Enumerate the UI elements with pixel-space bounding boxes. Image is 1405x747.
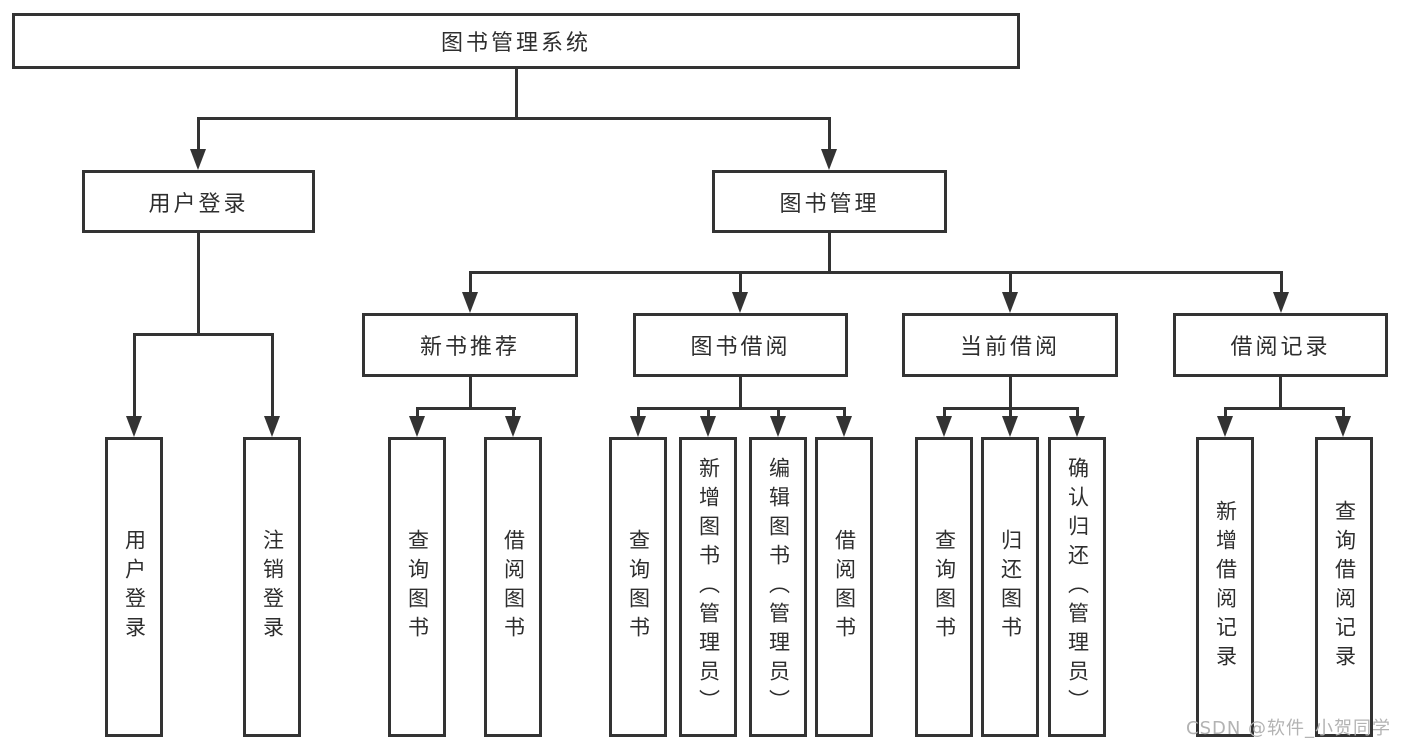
node-label: 查询图书 [405, 529, 430, 645]
node-label: 借阅图书 [832, 529, 857, 645]
arrow-down [409, 416, 425, 437]
node-query-borrow-record: 查询借阅记录 [1315, 437, 1373, 737]
connector-line [1279, 377, 1282, 407]
connector-line [416, 407, 516, 410]
node-add-books-admin: 新增图书（管理员） [679, 437, 737, 737]
node-label: 图书管理 [779, 191, 880, 217]
node-query-books-recommend: 查询图书 [388, 437, 446, 737]
node-current-borrow: 当前借阅 [902, 313, 1118, 377]
node-label: 图书管理系统 [440, 31, 591, 56]
connector-line [133, 333, 274, 336]
node-return-books: 归还图书 [981, 437, 1039, 737]
connector-line [133, 333, 136, 416]
node-confirm-return-admin: 确认归还（管理员） [1048, 437, 1106, 737]
connector-line [739, 377, 742, 407]
arrow-down [1217, 416, 1233, 437]
node-user-login: 用户登录 [82, 170, 315, 233]
node-label: 当前借阅 [959, 335, 1060, 360]
node-label: 查询图书 [932, 529, 957, 645]
node-label: 确认归还（管理员） [1065, 456, 1090, 718]
arrow-down [1273, 292, 1289, 313]
connector-line [707, 407, 710, 416]
arrow-down [821, 149, 837, 170]
node-borrow-records: 借阅记录 [1173, 313, 1388, 377]
arrow-down [462, 292, 478, 313]
connector-line [943, 407, 946, 416]
node-label: 借阅记录 [1230, 335, 1331, 360]
node-label: 新增图书（管理员） [696, 456, 721, 718]
connector-line [197, 233, 200, 333]
arrow-down [190, 149, 206, 170]
connector-line [1224, 407, 1227, 416]
connector-line [777, 407, 780, 416]
connector-line [1009, 407, 1012, 416]
connector-line [197, 117, 200, 153]
arrow-down [1069, 416, 1085, 437]
arrow-down [836, 416, 852, 437]
connector-line [637, 407, 845, 410]
arrow-down [1335, 416, 1351, 437]
arrow-down [770, 416, 786, 437]
connector-line [1076, 407, 1079, 416]
node-add-borrow-record: 新增借阅记录 [1196, 437, 1254, 737]
node-label: 借阅图书 [501, 529, 526, 645]
node-new-book-recommend: 新书推荐 [362, 313, 578, 377]
connector-line [1342, 407, 1345, 416]
node-label: 图书借阅 [690, 335, 791, 360]
arrow-down [732, 292, 748, 313]
connector-line [637, 407, 640, 416]
connector-line [416, 407, 419, 416]
node-edit-books-admin: 编辑图书（管理员） [749, 437, 807, 737]
connector-line [1224, 407, 1345, 410]
node-borrow-books-recommend: 借阅图书 [484, 437, 542, 737]
node-label: 新书推荐 [419, 335, 520, 360]
node-label: 编辑图书（管理员） [766, 456, 791, 718]
connector-line [828, 233, 831, 271]
node-label: 用户登录 [148, 191, 249, 217]
node-label: 注销登录 [260, 529, 285, 645]
connector-line [469, 271, 472, 292]
connector-line [515, 69, 518, 117]
node-book-management: 图书管理 [712, 170, 947, 233]
connector-line [843, 407, 846, 416]
arrow-down [1002, 416, 1018, 437]
node-library-system: 图书管理系统 [12, 13, 1020, 69]
node-logout: 注销登录 [243, 437, 301, 737]
node-label: 新增借阅记录 [1213, 500, 1238, 674]
arrow-down [505, 416, 521, 437]
connector-line [469, 271, 1282, 274]
arrow-down [264, 416, 280, 437]
connector-line [271, 333, 274, 416]
node-label: 查询图书 [626, 529, 651, 645]
connector-line [1280, 271, 1283, 292]
node-query-books-borrow: 查询图书 [609, 437, 667, 737]
node-borrow-books: 借阅图书 [815, 437, 873, 737]
node-book-borrow: 图书借阅 [633, 313, 848, 377]
connector-line [1009, 377, 1012, 407]
arrow-down [700, 416, 716, 437]
watermark: CSDN @软件_小贺同学 [1186, 718, 1392, 739]
connector-line [469, 377, 472, 407]
connector-line [197, 117, 831, 120]
node-label: 查询借阅记录 [1332, 500, 1357, 674]
connector-line [828, 117, 831, 153]
connector-line [1009, 271, 1012, 292]
node-label: 归还图书 [998, 529, 1023, 645]
arrow-down [126, 416, 142, 437]
node-label: 用户登录 [122, 529, 147, 645]
node-query-books-current: 查询图书 [915, 437, 973, 737]
arrow-down [936, 416, 952, 437]
arrow-down [1002, 292, 1018, 313]
node-user-login-action: 用户登录 [105, 437, 163, 737]
connector-line [739, 271, 742, 292]
arrow-down [630, 416, 646, 437]
connector-line [512, 407, 515, 416]
